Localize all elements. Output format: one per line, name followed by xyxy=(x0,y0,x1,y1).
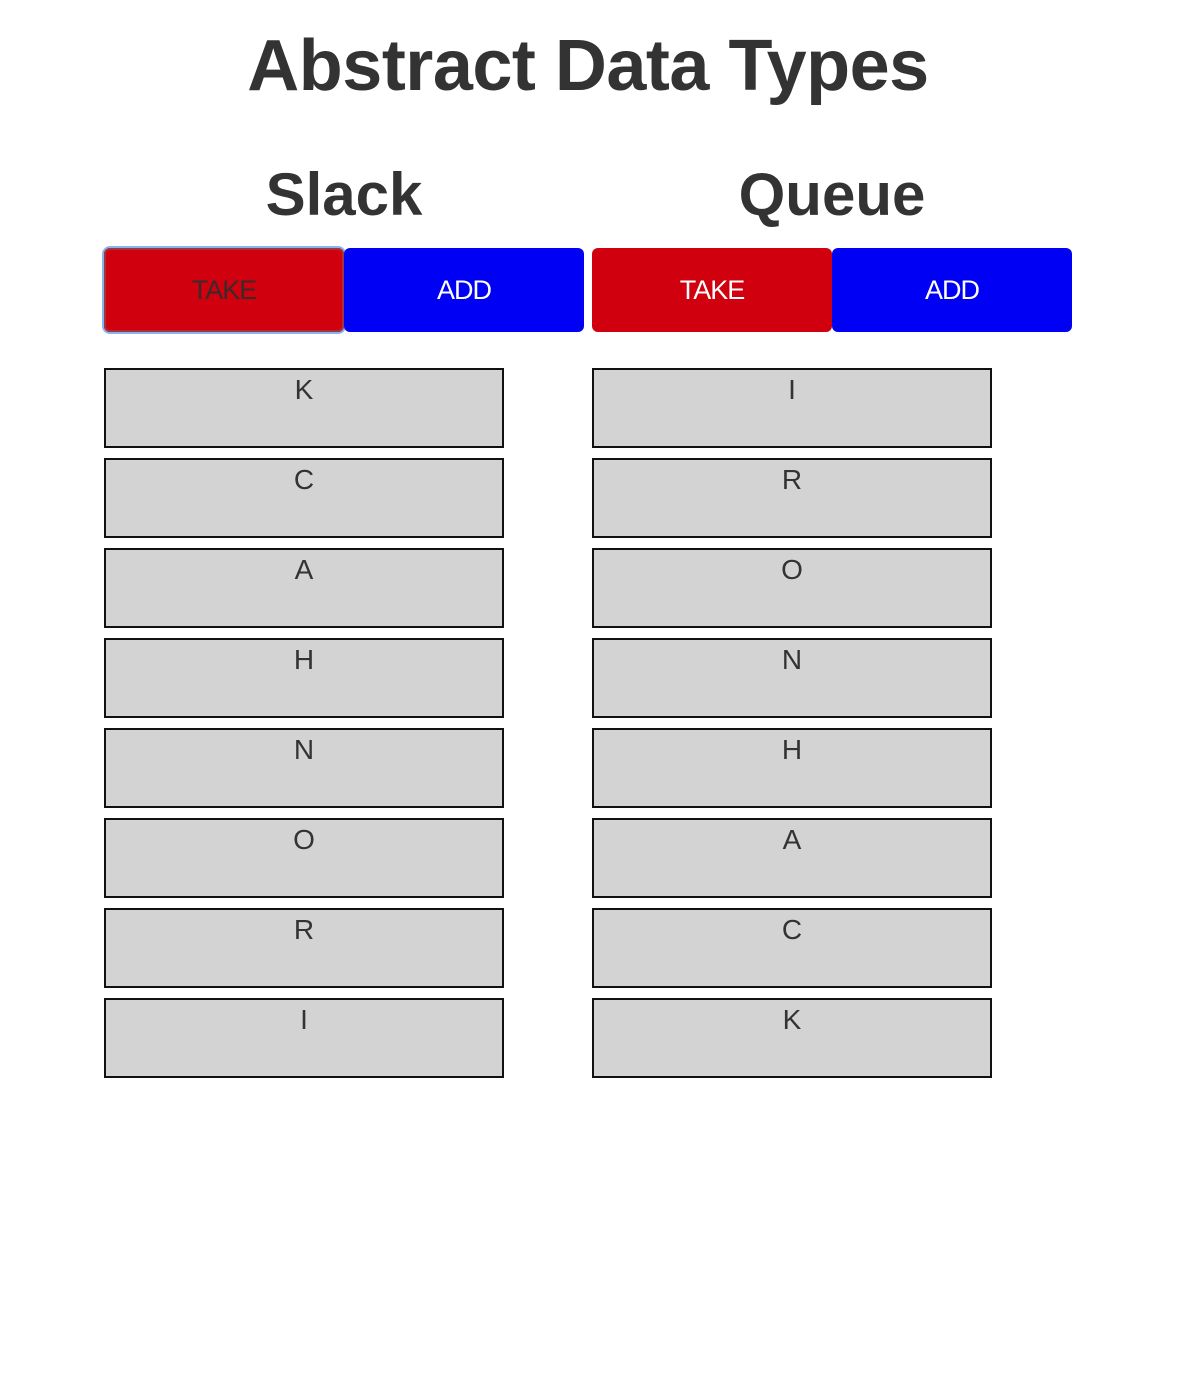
queue-item: C xyxy=(592,908,992,988)
stack-item: C xyxy=(104,458,504,538)
queue-column: Queue TAKE ADD I R O N H A C K xyxy=(592,160,1072,1078)
queue-item: O xyxy=(592,548,992,628)
queue-controls: TAKE ADD xyxy=(592,248,1072,332)
queue-take-button[interactable]: TAKE xyxy=(592,248,832,332)
queue-item: R xyxy=(592,458,992,538)
queue-item: H xyxy=(592,728,992,808)
queue-list: I R O N H A C K xyxy=(592,368,992,1088)
queue-item: A xyxy=(592,818,992,898)
stack-item: I xyxy=(104,998,504,1078)
queue-title: Queue xyxy=(738,161,926,228)
stack-item: H xyxy=(104,638,504,718)
stack-item: A xyxy=(104,548,504,628)
queue-add-button[interactable]: ADD xyxy=(832,248,1072,332)
stack-controls: TAKE ADD xyxy=(104,248,584,332)
page-title: Abstract Data Types xyxy=(247,26,929,106)
stack-item: R xyxy=(104,908,504,988)
stack-item: N xyxy=(104,728,504,808)
stack-title: Slack xyxy=(265,161,423,228)
stack-add-button[interactable]: ADD xyxy=(344,248,584,332)
queue-item: K xyxy=(592,998,992,1078)
stack-item: K xyxy=(104,368,504,448)
stack-list: K C A H N O R I xyxy=(104,368,504,1088)
stack-column: Slack TAKE ADD K C A H N O R I xyxy=(104,160,584,1078)
queue-item: I xyxy=(592,368,992,448)
stack-item: O xyxy=(104,818,504,898)
stack-take-button[interactable]: TAKE xyxy=(104,248,344,332)
queue-item: N xyxy=(592,638,992,718)
